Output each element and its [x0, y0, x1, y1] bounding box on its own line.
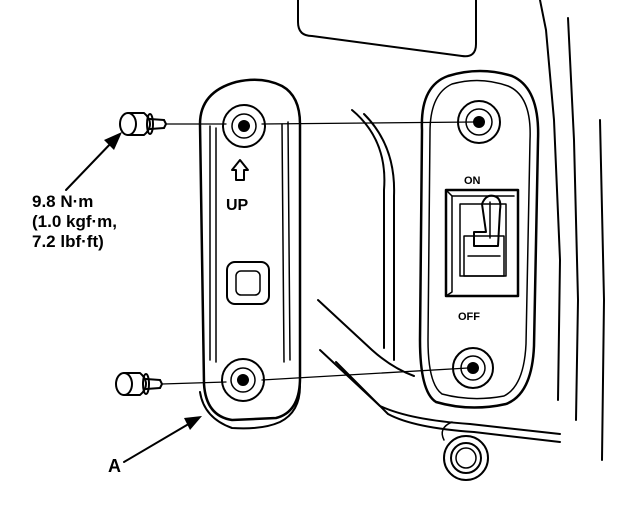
up-arrow-icon	[231, 159, 249, 181]
switch-toggle	[463, 194, 505, 277]
mounting-stud	[441, 421, 489, 481]
lower-bolt	[115, 372, 163, 396]
part-a-callout-arrow	[123, 416, 202, 463]
cover-center-window	[226, 261, 270, 305]
switch-off-marking: OFF	[458, 311, 480, 323]
torque-spec-line-2: (1.0 kgf·m,	[32, 212, 118, 231]
body-panel	[297, 0, 605, 461]
switch-bracket	[418, 69, 540, 409]
torque-spec-line-1: 9.8 N·m	[32, 192, 94, 211]
upper-bolt	[119, 112, 167, 136]
torque-callout-arrow	[65, 132, 122, 191]
cover-plate	[198, 78, 302, 430]
part-a-label: A	[108, 456, 121, 476]
cover-upper-hole	[222, 104, 266, 148]
torque-spec-line-3: 7.2 lbf·ft)	[32, 232, 104, 251]
up-marking: UP	[226, 197, 249, 214]
alignment-lines	[161, 121, 475, 385]
bracket-lower-hole	[452, 347, 494, 389]
switch-on-marking: ON	[464, 175, 481, 187]
torque-spec-label: 9.8 N·m (1.0 kgf·m, 7.2 lbf·ft)	[32, 192, 117, 252]
